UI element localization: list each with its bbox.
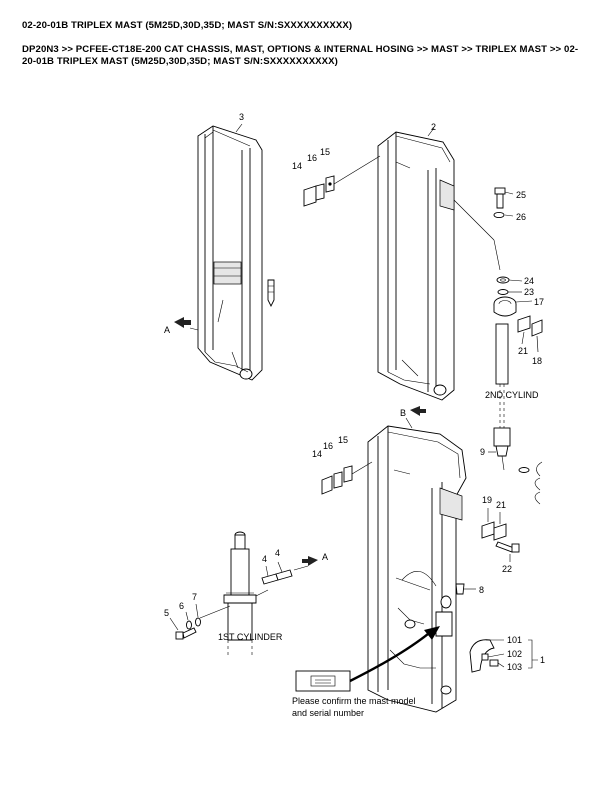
bracket-18 (531, 319, 543, 337)
callout-8: 8 (479, 585, 484, 595)
bolt-22 (495, 541, 520, 553)
shim-16-lower (333, 471, 343, 489)
callout-9: 9 (480, 447, 485, 457)
callout-b: B (400, 408, 406, 418)
shim-pin (267, 279, 275, 308)
callout-5: 5 (164, 608, 169, 618)
callout-2: 2 (431, 122, 436, 132)
callout-18: 18 (532, 356, 542, 366)
inner-mast-rail (367, 425, 467, 713)
callout-14-upper: 14 (292, 161, 302, 171)
note-line-1: Please confirm the mast model (292, 696, 416, 706)
callout-1: 1 (540, 655, 545, 665)
callout-25: 25 (516, 190, 526, 200)
bolt-5 (175, 627, 197, 640)
bracket-19 (481, 521, 495, 539)
fitting-9 (495, 445, 509, 457)
callout-4-right: 4 (275, 548, 280, 558)
first-cylinder-label: 1ST CYLINDER (218, 632, 283, 642)
callout-a-upper: A (164, 325, 170, 335)
washer-23 (497, 289, 509, 295)
washer-26 (493, 211, 505, 219)
guide-bracket-14-upper (303, 185, 317, 207)
shim-15-lower (343, 465, 353, 483)
note-line-2: and serial number (292, 708, 364, 718)
callout-4-left: 4 (262, 554, 267, 564)
shim-4-right (275, 569, 293, 581)
cylinder-clamp-17 (493, 296, 517, 317)
callout-24: 24 (524, 276, 534, 286)
callout-22: 22 (502, 564, 512, 574)
shim-16-upper (315, 183, 325, 201)
first-cylinder (223, 531, 269, 658)
shim-4-left (261, 573, 279, 585)
callout-3: 3 (239, 112, 244, 122)
bracket-21-upper (517, 315, 531, 333)
washer-7 (195, 617, 201, 627)
bolt-25 (494, 187, 506, 209)
callout-21-lower: 21 (496, 500, 506, 510)
callout-a-lower: A (322, 552, 328, 562)
callout-21-upper: 21 (518, 346, 528, 356)
serial-plate (295, 670, 351, 692)
callout-15-upper: 15 (320, 147, 330, 157)
callout-101: 101 (507, 635, 522, 645)
view-arrow-a-upper (174, 317, 191, 328)
callout-7: 7 (192, 592, 197, 602)
fitting-8 (455, 583, 465, 595)
callout-6: 6 (179, 601, 184, 611)
breadcrumb: DP20N3 >> PCFEE-CT18E-200 CAT CHASSIS, M… (22, 44, 579, 67)
callout-16-upper: 16 (307, 153, 317, 163)
screw-102 (481, 653, 489, 661)
view-arrow-a-lower (302, 556, 318, 566)
callout-16-lower: 16 (323, 441, 333, 451)
shim-15-upper (325, 175, 335, 193)
washer-6 (186, 620, 192, 630)
page-title: 02-20-01B TRIPLEX MAST (5M25D,30D,35D; M… (22, 20, 353, 31)
washer-24 (496, 276, 510, 284)
screw-103 (489, 659, 499, 667)
callout-19: 19 (482, 495, 492, 505)
second-cylinder-label: 2ND CYLIND (485, 390, 539, 400)
middle-mast-rail (377, 131, 455, 401)
callout-15-lower: 15 (338, 435, 348, 445)
callout-14-lower: 14 (312, 449, 322, 459)
callout-17: 17 (534, 297, 544, 307)
guide-bracket-14-lower (321, 475, 333, 495)
second-cylinder (493, 323, 511, 447)
view-arrow-b (410, 406, 426, 416)
callout-103: 103 (507, 662, 522, 672)
bracket-21-lower (493, 523, 507, 541)
washer-stack-right (518, 461, 543, 505)
callout-23: 23 (524, 287, 534, 297)
callout-102: 102 (507, 649, 522, 659)
callout-26: 26 (516, 212, 526, 222)
outer-mast-rail (197, 125, 263, 381)
